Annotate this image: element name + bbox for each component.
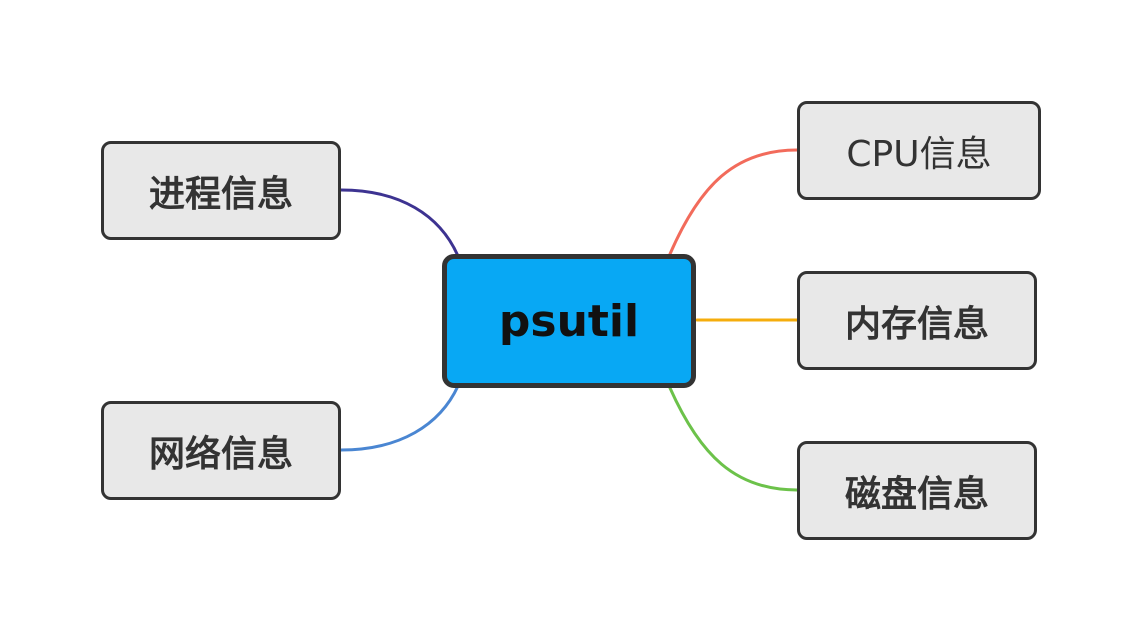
branch-node-cpu[interactable]: CPU信息 xyxy=(797,101,1041,200)
branch-node-disk-label: 磁盘信息 xyxy=(844,473,989,515)
branch-node-disk[interactable]: 磁盘信息 xyxy=(797,441,1037,540)
branch-node-process[interactable]: 进程信息 xyxy=(101,141,341,240)
branch-node-network-label: 网络信息 xyxy=(148,433,293,475)
branch-node-process-label: 进程信息 xyxy=(148,173,293,215)
center-node-label: psutil xyxy=(498,295,640,347)
connector-process xyxy=(339,188,460,258)
branch-node-network[interactable]: 网络信息 xyxy=(101,401,341,500)
branch-node-memory-label: 内存信息 xyxy=(844,303,989,345)
center-node[interactable]: psutil xyxy=(442,254,696,388)
connector-network xyxy=(339,384,460,452)
connector-disk xyxy=(668,386,799,492)
branch-node-cpu-label: CPU信息 xyxy=(846,133,992,175)
connector-cpu xyxy=(668,148,799,256)
branch-node-memory[interactable]: 内存信息 xyxy=(797,271,1037,370)
